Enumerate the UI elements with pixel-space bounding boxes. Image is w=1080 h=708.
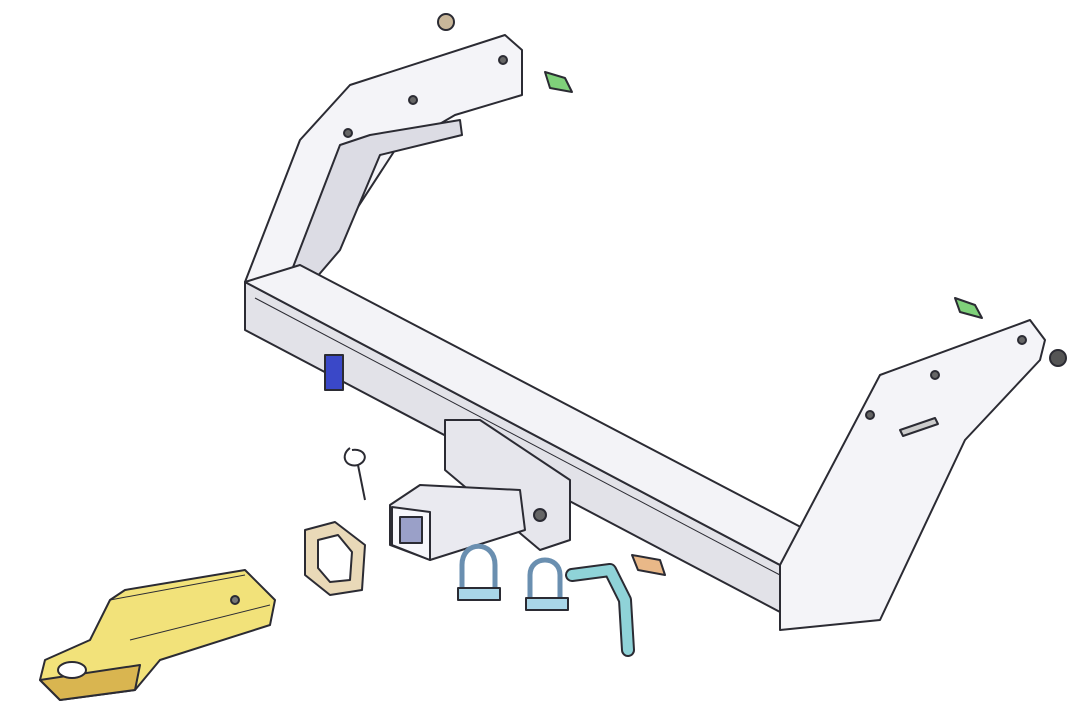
right-mounting-bracket: [779, 319, 1046, 631]
nut-icon: [437, 13, 1067, 367]
ball-mount-icon: [39, 569, 276, 701]
hitch-receiver: [389, 419, 571, 561]
left-mounting-bracket: [244, 34, 523, 291]
adapter-collar-icon: [304, 521, 366, 596]
shackle-icon: [457, 543, 569, 611]
socket-bracket-icon: [324, 354, 344, 391]
beam-tab: [631, 554, 666, 576]
spring-clip-icon: [343, 447, 366, 501]
bolt-icon: [544, 71, 983, 319]
